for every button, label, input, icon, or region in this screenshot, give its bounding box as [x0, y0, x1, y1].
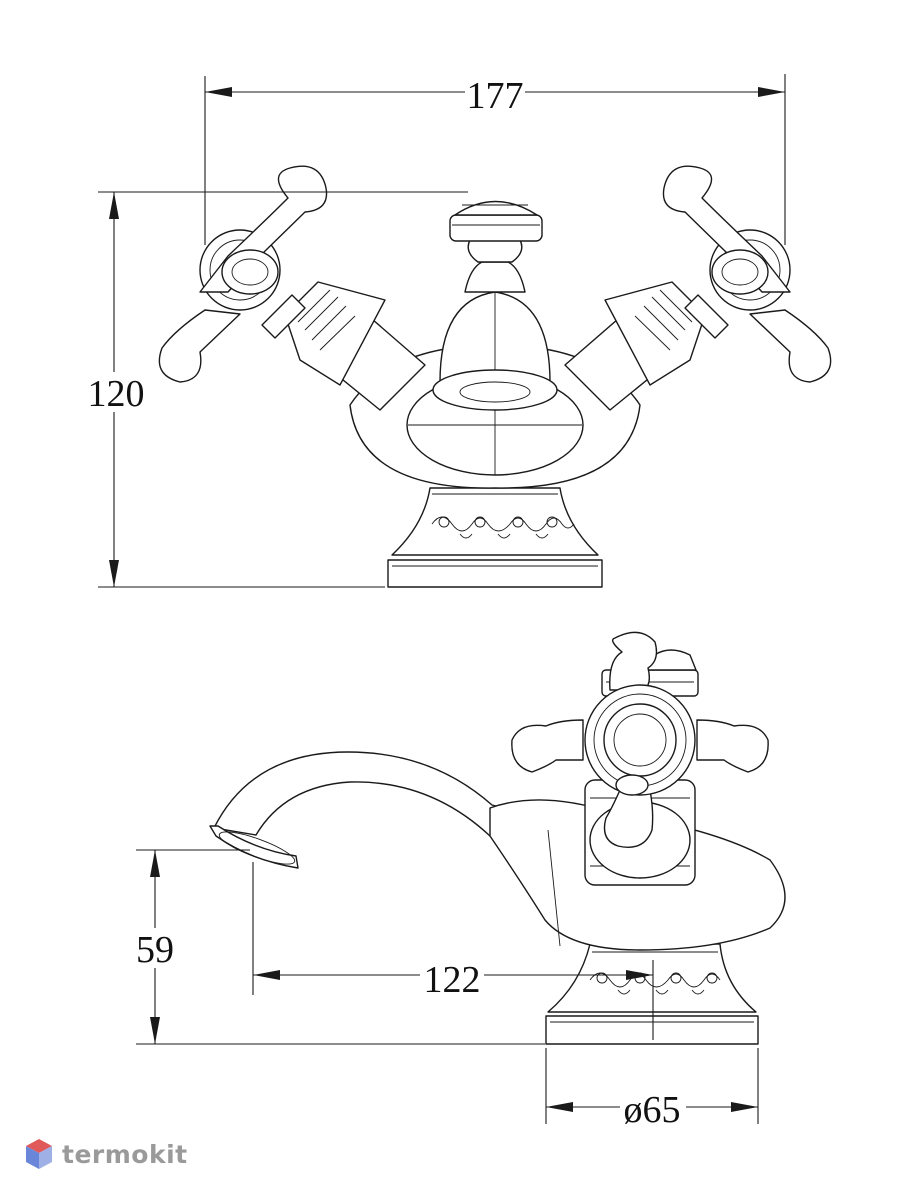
front-right-arm	[564, 281, 729, 411]
dim-label-59: 59	[136, 929, 174, 971]
dim-label-177: 177	[467, 75, 524, 117]
termokit-watermark: termokit	[24, 1134, 188, 1174]
dimension-spout-reach	[252, 862, 654, 1040]
side-pedestal	[547, 943, 757, 1013]
side-view	[209, 631, 786, 1045]
front-top-cap	[449, 214, 543, 242]
front-left-arm	[261, 281, 426, 411]
front-right-handle	[662, 165, 832, 383]
front-bell-mouth	[432, 369, 558, 411]
dimension-base-diameter	[545, 1048, 759, 1126]
front-base-plate	[387, 559, 603, 588]
front-view	[158, 165, 832, 588]
side-base-plate	[545, 1015, 759, 1045]
dim-label-diameter-65: ø65	[624, 1089, 681, 1131]
front-pedestal	[391, 487, 599, 556]
dimension-width-top	[204, 74, 786, 245]
side-pedestal-ornament	[589, 972, 721, 995]
cube-logo-icon	[26, 1139, 52, 1169]
side-cross-handle	[511, 631, 769, 848]
dim-label-120: 120	[88, 373, 145, 415]
dim-label-122: 122	[424, 959, 481, 1001]
front-left-handle	[158, 165, 328, 383]
front-pedestal-ornament	[431, 516, 575, 539]
watermark-brand-text: termokit	[62, 1139, 188, 1169]
dimension-height-top	[84, 191, 468, 588]
dimension-spout-height	[130, 849, 545, 1045]
